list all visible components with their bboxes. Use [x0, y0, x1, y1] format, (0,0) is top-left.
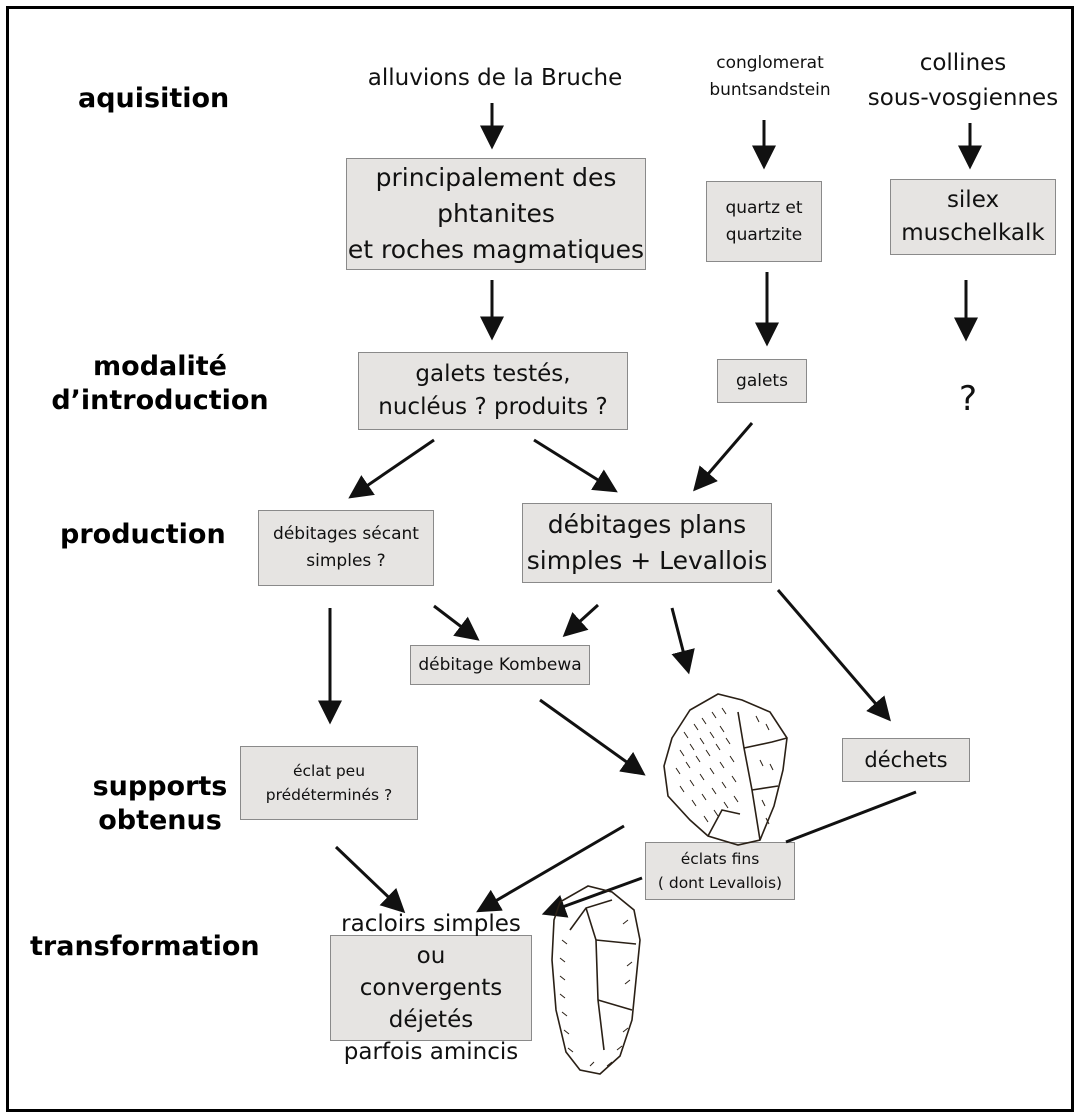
box-phtanites-line2: phtanites [437, 199, 555, 228]
scraper-ridge-1 [585, 907, 605, 1051]
box-quartz-line1: quartz et [725, 197, 803, 218]
source-conglomerat: conglomerat buntsandstein [690, 50, 850, 104]
box-eclats-fins: éclats fins ( dont Levallois) [645, 842, 795, 900]
stage-label-introduction: modalité d’introduction [40, 350, 280, 418]
scraper-ridge-2 [595, 939, 637, 945]
box-eclat-peu: éclat peu prédéterminés ? [240, 746, 418, 820]
source-conglomerat-line1: conglomerat [716, 53, 824, 73]
flake-outline [663, 693, 788, 846]
flake-ridge-4 [707, 809, 741, 837]
scraper-outline [551, 885, 641, 1075]
box-galets-testes-line1: galets testés, [415, 361, 571, 387]
box-silex-line2: muschelkalk [901, 220, 1045, 246]
arrow-plans-to-dechets [776, 589, 891, 722]
box-racloirs-line1: racloirs simples ou [341, 911, 521, 969]
arrow-galets-to-plans [693, 422, 754, 492]
box-kombewa: débitage Kombewa [410, 645, 590, 685]
box-debitages-secant-line2: simples ? [306, 551, 386, 571]
box-silex-line1: silex [946, 187, 1000, 213]
source-collines: collines sous-vosgiennes [858, 46, 1068, 116]
box-eclat-peu-line1: éclat peu [292, 762, 366, 780]
box-quartz: quartz et quartzite [706, 181, 822, 262]
arrow-eclats-fins-to-racloirs [541, 876, 643, 918]
box-kombewa-line1: débitage Kombewa [418, 654, 582, 675]
diagram-frame [6, 6, 1074, 1112]
flake-ridge-3 [751, 785, 779, 791]
box-eclats-fins-line2: ( dont Levallois) [657, 874, 783, 892]
box-galets-line1: galets [736, 370, 788, 391]
scraper-ridge-3 [597, 999, 633, 1011]
box-phtanites-line1: principalement des [375, 163, 617, 192]
box-galets-testes: galets testés, nucléus ? produits ? [358, 352, 628, 430]
box-racloirs: racloirs simples ou convergents déjetés … [330, 911, 532, 1065]
flake-ridge-2 [743, 737, 788, 749]
source-bruche: alluvions de la Bruche [367, 65, 623, 91]
arrow-kombewa-to-flake [539, 698, 646, 776]
box-debitages-secant-line1: débitages sécant [273, 524, 419, 544]
box-eclats-fins-line1: éclats fins [680, 850, 760, 868]
box-quartz-line2: quartzite [725, 224, 803, 245]
source-conglomerat-line2: buntsandstein [709, 80, 831, 100]
source-collines-line1: collines [919, 50, 1007, 76]
scraper-hatching [559, 919, 633, 1067]
box-racloirs-line2: convergents déjetés [359, 975, 503, 1033]
box-dechets: déchets [842, 738, 970, 782]
box-debitages-secant: débitages sécant simples ? [258, 510, 434, 586]
stage-label-introduction-line2: d’introduction [51, 385, 269, 416]
flake-illustration [663, 693, 788, 846]
box-phtanites: principalement des phtanites et roches m… [346, 158, 646, 270]
box-racloirs-line3: parfois amincis [343, 1039, 519, 1065]
box-debitages-plans: débitages plans simples + Levallois [522, 503, 772, 583]
stage-label-supports-line2: obtenus [98, 805, 222, 836]
flake-ridge-1 [737, 711, 761, 841]
box-dechets-line1: déchets [864, 747, 948, 772]
arrow-galets-testes-to-secant [348, 438, 435, 499]
arrow-secant-to-kombewa [433, 604, 480, 641]
box-silex: silex muschelkalk [890, 179, 1056, 255]
arrow-galets-testes-to-plans [533, 438, 618, 493]
box-phtanites-line3: et roches magmatiques [347, 235, 645, 264]
box-debitages-plans-line2: simples + Levallois [526, 546, 768, 575]
box-galets: galets [717, 359, 807, 403]
box-galets-testes-line2: nucléus ? produits ? [378, 394, 608, 420]
stage-label-production: production [60, 519, 226, 550]
box-debitages-plans-line1: débitages plans [547, 510, 747, 539]
source-collines-line2: sous-vosgiennes [867, 85, 1059, 111]
arrow-plans-to-flake [670, 607, 695, 675]
stage-label-introduction-line1: modalité [93, 351, 227, 382]
stage-label-acquisition: aquisition [78, 83, 230, 114]
stage-label-supports: supports obtenus [40, 770, 280, 838]
arrow-plans-to-kombewa [562, 603, 600, 638]
arrow-flake-to-racloirs [476, 824, 625, 913]
unknown-introduction-mark: ? [958, 379, 978, 419]
scraper-ridge-4 [569, 899, 613, 931]
scraper-illustration [551, 885, 641, 1075]
connector-dechets-to-eclats-fins [785, 790, 917, 844]
stage-label-supports-line1: supports [92, 771, 228, 802]
stage-label-transformation: transformation [30, 931, 260, 962]
box-eclat-peu-line2: prédéterminés ? [265, 786, 393, 804]
arrow-eclat-peu-to-racloirs [334, 845, 406, 914]
flake-hatching [675, 707, 774, 825]
